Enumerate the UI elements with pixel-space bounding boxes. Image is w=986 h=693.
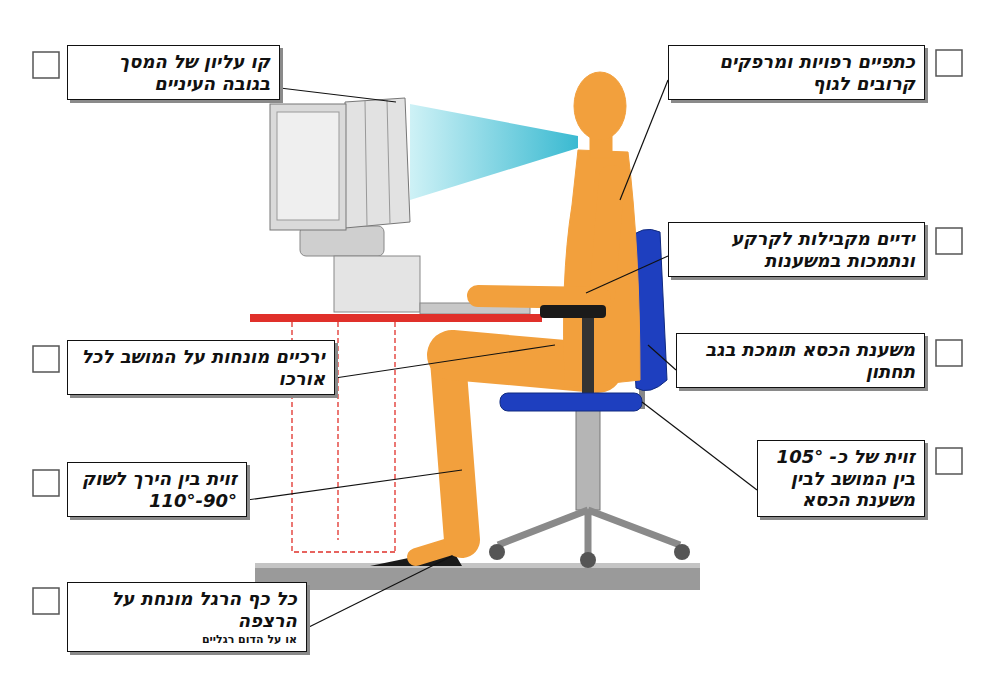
monitor-front xyxy=(270,104,346,230)
checkbox xyxy=(936,228,962,254)
person xyxy=(416,72,640,557)
callout-box: משענת הכסא תומכת בגב תחתון xyxy=(676,333,925,388)
leader-line xyxy=(642,402,757,490)
leader-line xyxy=(280,88,396,102)
callout-text: קו עליון של המסך בגובה העיניים xyxy=(75,51,270,94)
floor xyxy=(255,563,700,590)
desk-outline xyxy=(337,322,338,540)
head xyxy=(574,72,626,140)
callout-text: ירכיים מונחות על המושב לכל אורכו xyxy=(75,346,325,389)
callout-text: ידיים מקבילות לקרקע ונתמכות במשענות xyxy=(676,228,915,271)
upper-arm xyxy=(602,178,612,296)
callout-note: או על הדום רגליים xyxy=(75,633,297,646)
leader-line xyxy=(586,256,668,293)
monitor-body xyxy=(345,98,410,228)
checkbox xyxy=(33,52,59,78)
computer-case xyxy=(334,256,420,312)
leader-line xyxy=(247,470,462,500)
chair-seat xyxy=(500,393,642,411)
leader-line xyxy=(648,345,676,370)
chair-wheel xyxy=(489,544,505,560)
leader-line xyxy=(620,80,668,200)
leader-line xyxy=(335,345,555,378)
chair-base xyxy=(498,510,680,555)
callout-box: זוית בין הירך לשוק 90°-110° xyxy=(67,462,247,517)
monitor-line xyxy=(387,100,390,224)
callout-text: כתפיים רפויות ומרפקים קרובים לגוף xyxy=(676,51,915,94)
callout-box: קו עליון של המסך בגובה העיניים xyxy=(67,45,280,100)
chair-wheel xyxy=(580,552,596,568)
callout-text: זוית בין הירך לשוק 90°-110° xyxy=(75,468,237,511)
callout-text: כל כף הרגל מונחת על הרצפה xyxy=(75,588,297,631)
shin xyxy=(448,360,462,540)
armrest xyxy=(540,305,606,318)
leader-line xyxy=(307,556,452,628)
checkbox xyxy=(33,470,59,496)
checkbox xyxy=(936,340,962,366)
checkbox xyxy=(936,50,962,76)
callout-box: כתפיים רפויות ומרפקים קרובים לגוף xyxy=(668,45,925,100)
torso xyxy=(564,150,640,388)
monitor-screen xyxy=(277,112,339,220)
chair-wheel xyxy=(674,544,690,560)
callout-text: זוית של כ- 105° בין המושב לבין משענת הכס… xyxy=(765,446,915,511)
callout-box: ירכיים מונחות על המושב לכל אורכו xyxy=(67,340,335,395)
callout-box: כל כף הרגל מונחת על הרצפה או על הדום רגלי… xyxy=(67,582,307,652)
checkbox xyxy=(33,346,59,372)
desk-outline xyxy=(394,322,395,552)
chair-post xyxy=(576,410,600,510)
monitor-line xyxy=(365,101,367,226)
forearm xyxy=(478,296,600,298)
checkbox xyxy=(936,448,962,474)
callout-box: זוית של כ- 105° בין המושב לבין משענת הכס… xyxy=(757,440,925,517)
armrest-post xyxy=(582,318,594,396)
callout-box: ידיים מקבילות לקרקע ונתמכות במשענות xyxy=(668,222,925,277)
desk-top xyxy=(250,314,542,322)
view-beam xyxy=(410,104,578,200)
checkbox xyxy=(33,588,59,614)
floor-edge xyxy=(255,563,700,568)
callout-text: משענת הכסא תומכת בגב תחתון xyxy=(684,339,915,382)
